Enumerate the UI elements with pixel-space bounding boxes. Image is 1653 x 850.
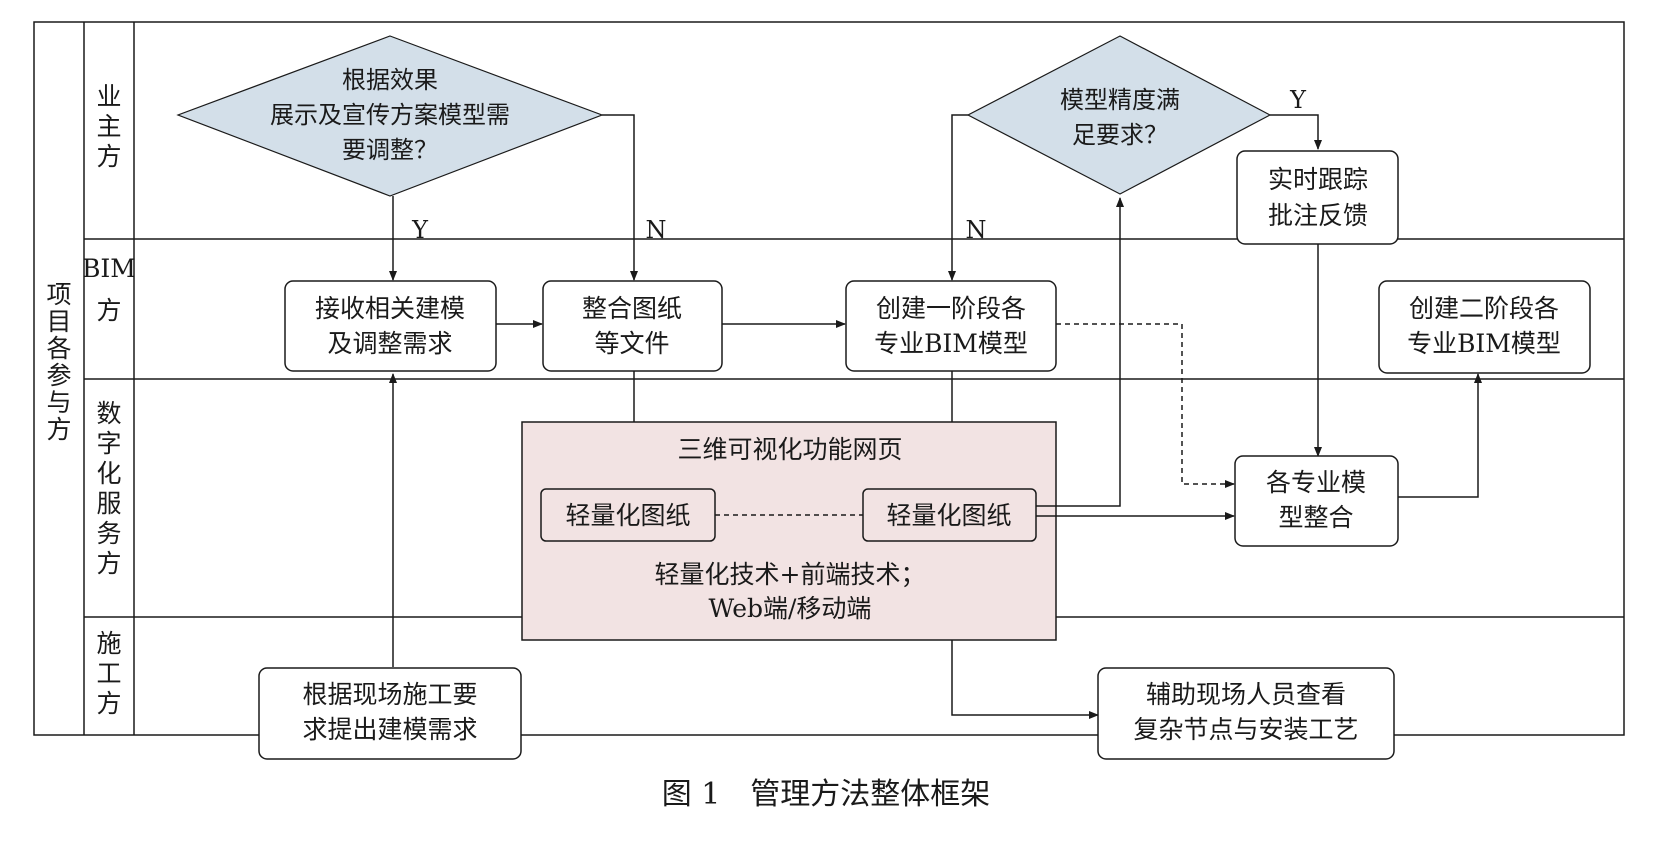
lane-label-owner: 业主方 [96,82,121,171]
edge-merge-stage2 [1398,373,1482,498]
label-d1-yes: Y [411,216,429,244]
box-site-requirements-line1: 根据现场施工要 [302,680,477,709]
box-site-requirements-line2: 求提出建模需求 [302,715,477,744]
decision-model-accuracy-line2: 足要求？ [1072,121,1168,149]
box-assist-site-staff-line1: 辅助现场人员查看 [1146,680,1346,709]
box-stage1-model-line1: 创建一阶段各 [876,294,1026,323]
label-d2-no: N [966,216,987,244]
edge-lw-d2 [1036,197,1124,507]
decision-effect-display-line3: 要调整？ [342,136,438,164]
decision-effect-display: 根据效果 展示及宣传方案模型需 要调整？ [176,35,604,197]
decision-effect-display-line2: 展示及宣传方案模型需 [270,101,510,129]
box-assist-site-staff: 辅助现场人员查看 复杂节点与安装工艺 [1097,667,1395,760]
label-d1-no: N [646,216,667,244]
edge-stage1-merge-dashed [1056,323,1235,488]
decision-effect-display-line1: 根据效果 [342,66,438,94]
box-site-requirements: 根据现场施工要 求提出建模需求 [258,667,522,760]
edge-d2-yes [1270,114,1322,150]
lane-label-construction: 施工方 [96,629,121,718]
outer-label: 项目各参与方 [46,280,71,444]
box-stage1-model-line2: 专业BIM模型 [874,329,1028,358]
edge-d1-no [602,114,638,281]
box-stage1-model: 创建一阶段各 专业BIM模型 [845,280,1057,372]
box-assist-site-staff-line2: 复杂节点与安装工艺 [1133,715,1358,744]
decision-model-accuracy-line1: 模型精度满 [1060,86,1180,114]
lane-label-digital: 数字化服务方 [96,399,121,578]
box-integrate-drawings-line1: 整合图纸 [582,294,682,323]
box-receive-requirements-line1: 接收相关建模 [315,294,465,323]
web-panel-tech-line1: 轻量化技术+前端技术； [655,560,926,589]
box-model-merge-line1: 各专业模 [1266,468,1366,497]
box-stage2-model-line1: 创建二阶段各 [1409,294,1559,323]
box-integrate-drawings: 整合图纸 等文件 [542,280,723,372]
box-realtime-feedback-line1: 实时跟踪 [1268,165,1368,194]
label-d2-yes: Y [1289,86,1307,114]
box-receive-requirements-line2: 及调整需求 [327,329,452,358]
box-lightweight-drawing-1: 轻量化图纸 [540,488,716,542]
web-panel-title: 三维可视化功能网页 [677,435,902,464]
box-receive-requirements: 接收相关建模 及调整需求 [284,280,497,372]
box-stage2-model: 创建二阶段各 专业BIM模型 [1378,280,1591,374]
box-lightweight-drawing-1-label: 轻量化图纸 [565,501,690,530]
edge-web-sitehelp [951,640,1099,719]
box-model-merge-line2: 型整合 [1278,503,1353,532]
box-lightweight-drawing-2: 轻量化图纸 [862,488,1037,542]
box-integrate-drawings-line2: 等文件 [594,329,669,358]
box-realtime-feedback: 实时跟踪 批注反馈 [1236,150,1399,245]
box-realtime-feedback-line2: 批注反馈 [1268,201,1368,230]
edge-d2-no [948,114,968,281]
decision-model-accuracy: 模型精度满 足要求？ [966,35,1272,195]
box-lightweight-drawing-2-label: 轻量化图纸 [886,501,1011,530]
box-model-merge: 各专业模 型整合 [1234,455,1399,547]
box-stage2-model-line2: 专业BIM模型 [1407,329,1561,358]
web-panel-tech-line2: Web端/移动端 [709,594,872,623]
figure-caption: 图 1 管理方法整体框架 [662,777,991,812]
